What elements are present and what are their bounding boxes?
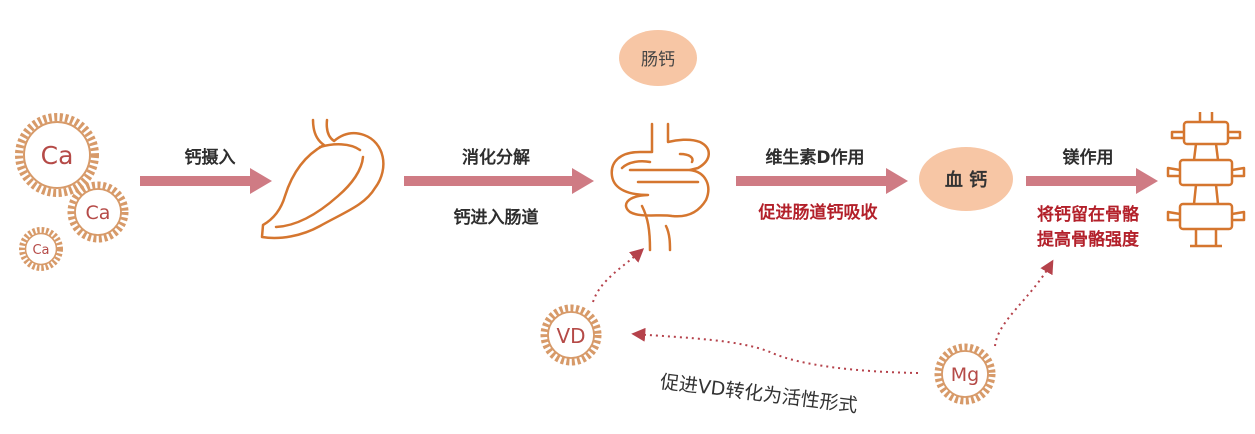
step-into-intestine-label: 钙进入肠道 [453,208,539,228]
step-vitamin-d-label: 维生素D作用 [765,148,865,168]
ca-small-label: Ca [32,243,49,258]
blood-calcium-label: 血 钙 [945,169,987,191]
intestine-icon [610,122,710,252]
vd-label: VD [556,324,585,348]
step-magnesium-label: 镁作用 [1062,148,1114,168]
flow-arrow-intake [140,168,272,194]
vd-to-intestine-arrow [592,248,645,303]
spine-icon [1166,112,1246,248]
flow-arrow-digestion [404,168,594,194]
mg-to-bone-arrow [994,259,1054,347]
bone-effect-line1: 将钙留在骨骼 [1037,205,1139,225]
vitamin-d-circle-icon: VD [540,304,602,366]
mg-label: Mg [951,364,979,386]
mg-to-vd-arrow [631,327,919,374]
calcium-circle-icon: Ca [67,181,129,243]
flow-arrow-vitamin-d [736,168,908,194]
calcium-circle-icon: Ca [19,227,63,271]
step-absorption-label: 促进肠道钙吸收 [758,203,878,223]
calcium-circle-icon: Ca [15,113,99,197]
stomach-icon [260,118,385,240]
blood-calcium-bubble [919,147,1013,211]
bone-effect-line2: 提高骨骼强度 [1037,230,1139,250]
ca-medium-label: Ca [86,202,111,224]
step-digestion-label: 消化分解 [462,148,530,168]
flow-arrow-magnesium [1026,168,1158,194]
intestinal-calcium-label: 肠钙 [641,50,675,70]
ca-large-label: Ca [41,141,74,170]
intestinal-calcium-bubble [619,30,697,86]
step-intake-label: 钙摄入 [184,148,236,168]
bone-effect-label: 将钙留在骨骼 提高骨骼强度 [1037,203,1139,253]
magnesium-circle-icon: Mg [934,343,996,405]
